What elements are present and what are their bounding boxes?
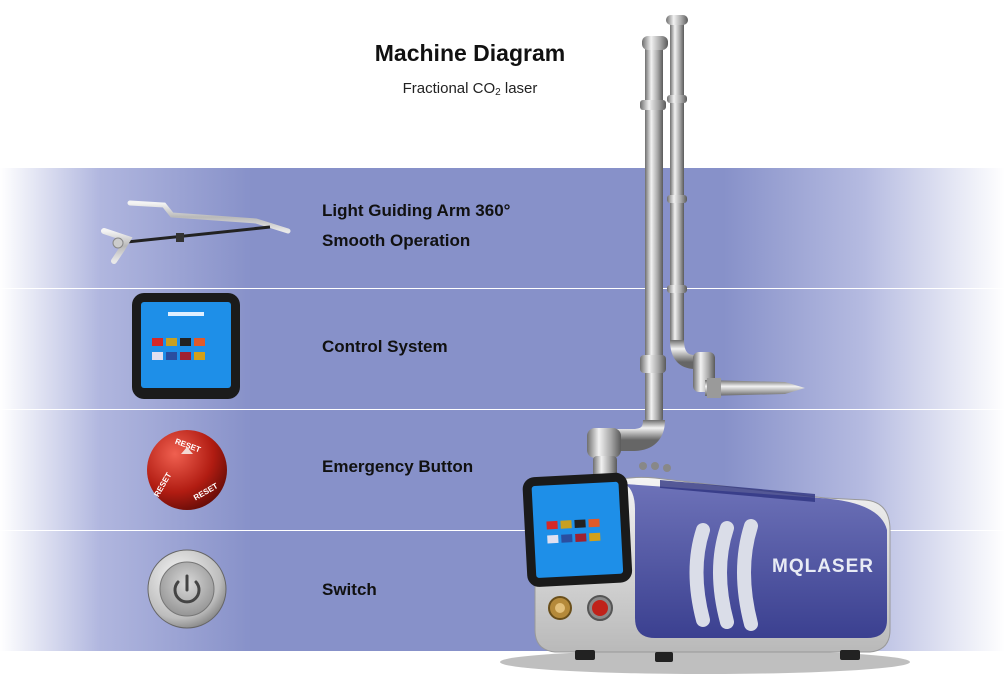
feature-label-arm: Light Guiding Arm 360° Smooth Operation — [322, 196, 510, 256]
feature-label-control: Control System — [322, 337, 448, 356]
feature-label-emergency: Emergency Button — [322, 457, 474, 476]
machine-brand-logo: MQLASER — [772, 556, 874, 577]
band-divider — [0, 409, 1005, 410]
emergency-stop-button-icon: RESET RESET RESET — [147, 430, 227, 510]
band-divider — [0, 288, 1005, 289]
light-guiding-arm-icon — [101, 200, 291, 264]
feature-label-arm-line1: Light Guiding Arm 360° — [322, 201, 511, 220]
feature-band-arm — [0, 168, 1005, 288]
subtitle-subscript: 2 — [495, 87, 501, 98]
co2-laser-machine-illustration: MQLASER — [500, 15, 910, 674]
power-switch-icon — [147, 549, 227, 629]
page-subtitle: Fractional CO2 laser — [0, 80, 940, 98]
subtitle-suffix: laser — [500, 80, 538, 97]
touch-screen-icon — [132, 293, 240, 399]
subtitle-prefix: Fractional CO — [402, 80, 496, 97]
page-title: Machine Diagram — [374, 40, 566, 66]
feature-label-switch: Switch — [322, 580, 377, 599]
feature-label-arm-line2: Smooth Operation — [322, 231, 471, 250]
band-divider — [0, 530, 1005, 531]
